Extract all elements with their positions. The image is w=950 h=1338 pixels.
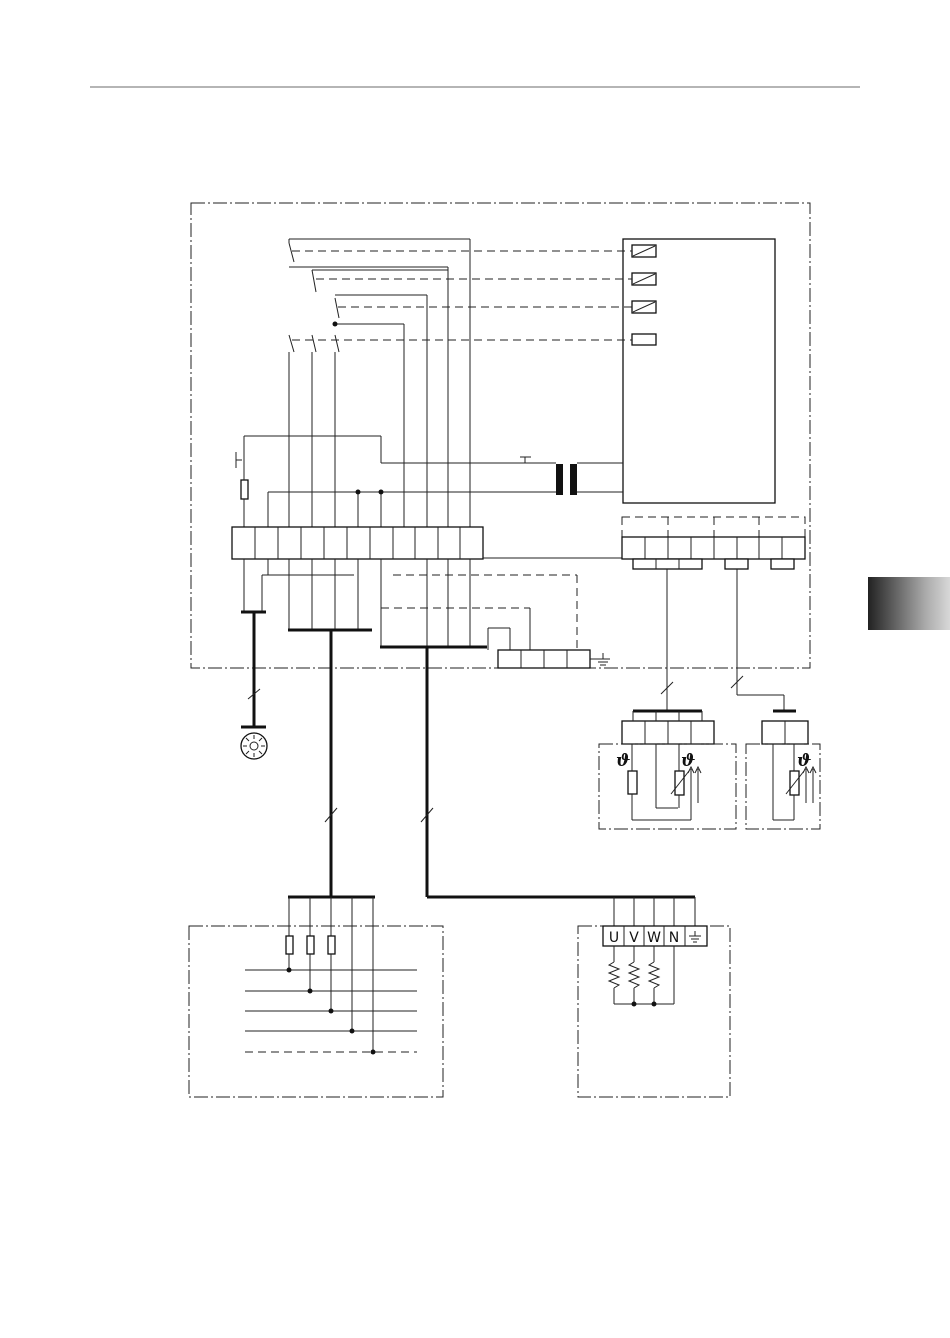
earth-terminal-block: [498, 650, 610, 668]
temp-symbol: ϑ: [681, 751, 695, 771]
fuse-icon: [307, 936, 314, 954]
resistor-heater-icon: [628, 771, 637, 794]
fuse-icon: [328, 936, 335, 954]
sensor-unit-1: ϑ ϑ: [599, 711, 736, 829]
terminal-label-u: U: [609, 930, 619, 946]
terminal-label-n: N: [669, 930, 679, 946]
terminal-block: [232, 527, 483, 559]
temp-symbol: ϑ: [797, 751, 811, 771]
motor-box: U V W N: [578, 897, 730, 1097]
transformer-icon: [556, 464, 577, 495]
terminal-label-v: V: [629, 930, 639, 946]
terminal-label-w: W: [647, 930, 661, 946]
fuse-icon: [241, 480, 248, 499]
earth-icon: [590, 653, 610, 665]
fuse-icon: [286, 936, 293, 954]
relay-contacts: [289, 239, 470, 527]
temp-symbol: ϑ: [616, 751, 630, 771]
sensor-unit-2: ϑ: [746, 711, 820, 829]
resistor-heater-icon: [609, 946, 674, 1007]
sensor-terminal-block: [622, 517, 805, 569]
pushbutton-icon: [516, 457, 556, 463]
control-circuit: [236, 436, 623, 527]
pushbutton-icon: [236, 452, 244, 470]
thermistor-icon: [786, 767, 816, 803]
supply-distribution-box: [189, 897, 443, 1097]
supply-cable: [288, 559, 375, 897]
lamp-icon: [241, 733, 267, 759]
thermistor-icon: [671, 767, 701, 803]
lamp-circuit: [241, 559, 354, 759]
relay-coils: [632, 245, 656, 345]
sensor-cables: [661, 569, 784, 710]
